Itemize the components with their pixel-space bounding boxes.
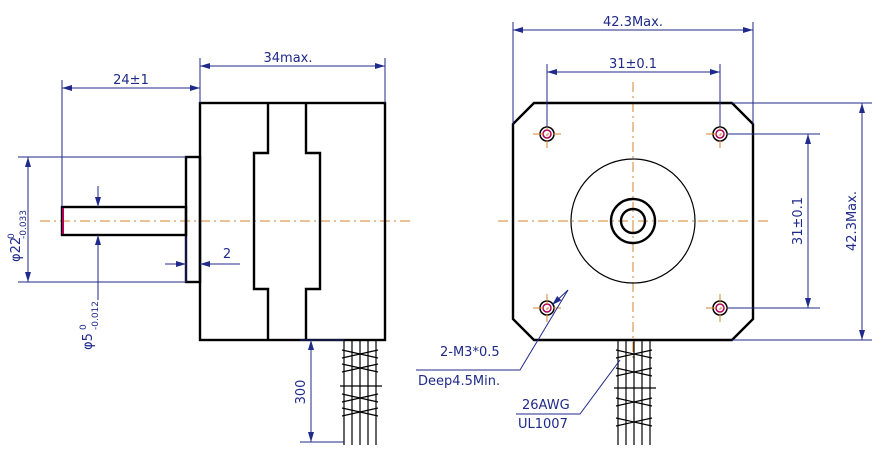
flange-boss [184,155,202,284]
dim-hole-spacing-v: 31±0.1 [791,197,806,245]
svg-text:0: 0 [79,324,89,330]
lead-wires-side [341,340,379,445]
dim-flange-thickness: 2 [223,247,231,262]
dim-lead-length: 300 [294,380,309,405]
dim-shaft-dia: φ5 0 -0.012 [79,301,101,350]
side-view: 24±1 34max. 2 φ22 0 -0.033 φ5 0 -0.012 [7,51,410,445]
boss-outer-circle [570,158,696,284]
dim-boss-dia: φ22 0 -0.033 [7,210,29,262]
svg-text:-0.033: -0.033 [19,210,29,239]
motor-inner-profile [252,103,322,340]
dim-body-length: 34max. [264,51,313,66]
wire-gauge: 26AWG [522,398,570,413]
depth-note: Deep4.5Min. [418,374,500,389]
leader-thread-arrow [551,289,569,306]
svg-text:0: 0 [7,233,17,239]
shaft-outer-circle [609,197,657,245]
leader-wire-note [516,359,621,415]
svg-text:-0.012: -0.012 [91,301,101,330]
thread-note: 2-M3*0.5 [440,345,500,360]
svg-text:φ22: φ22 [9,237,24,262]
svg-text:φ5: φ5 [81,333,96,350]
dim-overall-width: 42.3Max. [603,15,663,30]
leader-thread-note [416,289,569,371]
dim-hole-spacing-h: 31±0.1 [609,57,657,72]
dim-shaft-length: 24±1 [113,73,149,88]
front-view: 42.3Max. 31±0.1 31±0.1 42.3Max. 2-M3*0.5… [416,15,872,445]
shaft-inner-circle [619,207,647,235]
hole-centerlines [533,120,734,322]
wire-standard: UL1007 [518,417,568,432]
lead-wires-front [615,340,653,445]
dim-overall-height: 42.3Max. [845,191,860,251]
